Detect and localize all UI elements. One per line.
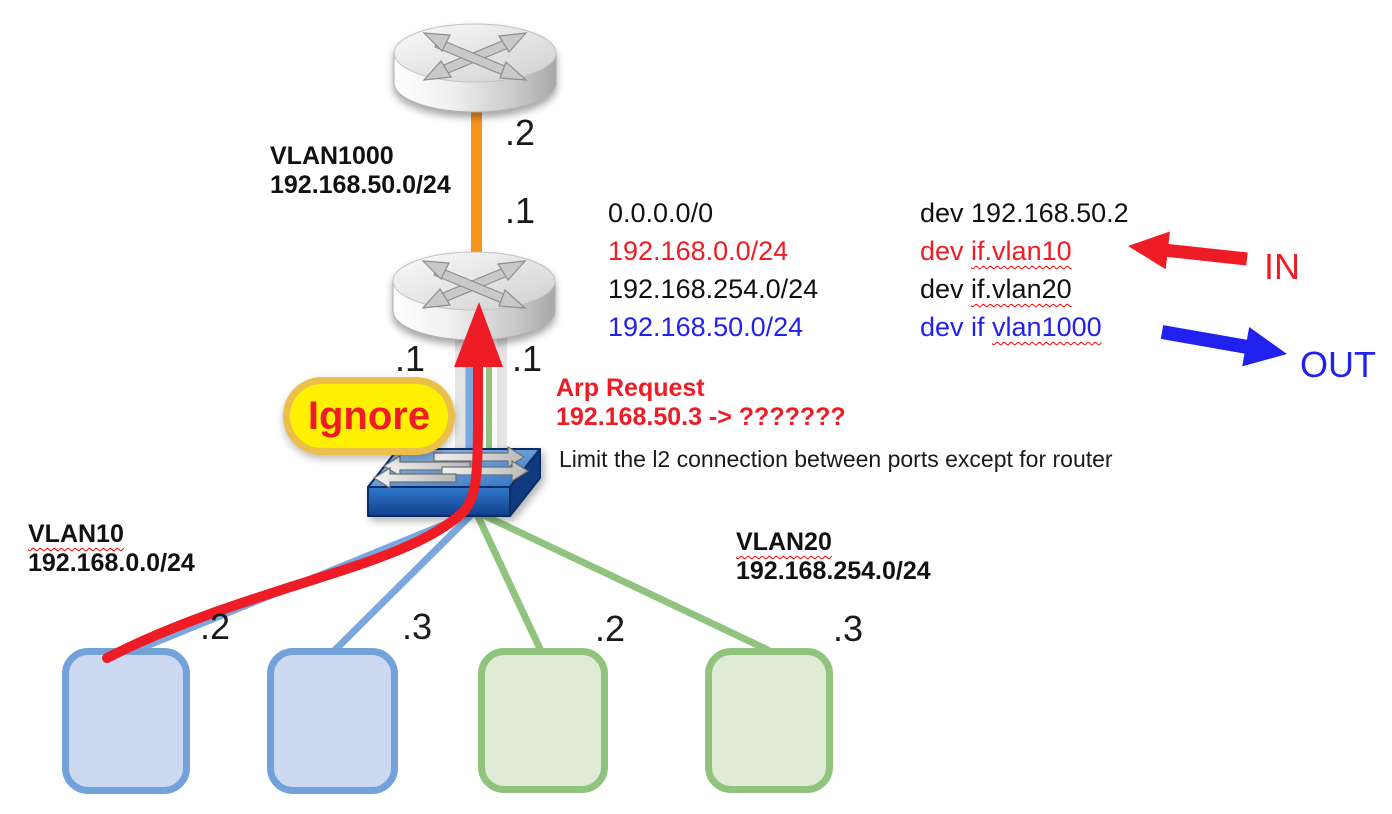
vlan10-subnet: 192.168.0.0/24 (28, 549, 195, 577)
router-arrows-icon (422, 32, 528, 81)
route-destination: 192.168.0.0/24 (608, 236, 789, 266)
host-vlan20-2 (478, 648, 608, 793)
route-device: dev if.vlan20 (920, 274, 1072, 304)
host1-ip-label: .2 (200, 606, 231, 647)
vlan10-label: VLAN10 192.168.0.0/24 (28, 520, 195, 578)
uplink-bottom-ip-label: .1 (505, 190, 536, 231)
host4-ip-label: .3 (833, 608, 864, 649)
arp-request-title: Arp Request (556, 374, 705, 402)
switch-side-face (509, 448, 541, 517)
host2-ip-label: .3 (402, 606, 433, 647)
in-arrow-icon (1128, 231, 1248, 270)
router-if-vlan20-ip: .1 (512, 338, 543, 379)
route-device: dev if vlan1000 (920, 312, 1102, 342)
out-label: OUT (1300, 344, 1376, 385)
route-row-default: 0.0.0.0/0 dev 192.168.50.2 (608, 196, 1129, 234)
vlan20-name: VLAN20 (736, 528, 832, 556)
host3-ip-label: .2 (595, 608, 626, 649)
uplink-top-ip-label: .2 (505, 112, 536, 153)
host-vlan20-3 (705, 648, 833, 793)
router-main-icon (392, 251, 556, 341)
l2-limit-note: Limit the l2 connection between ports ex… (559, 446, 1113, 472)
route-device: dev 192.168.50.2 (920, 198, 1129, 228)
ignore-badge-label: Ignore (307, 393, 431, 438)
router-top-icon (393, 23, 557, 113)
route-row-vlan20: 192.168.254.0/24 dev if.vlan20 (608, 272, 1129, 310)
vlan1000-link-line (471, 110, 482, 252)
vlan1000-name: VLAN1000 (270, 142, 394, 170)
vlan1000-subnet: 192.168.50.0/24 (270, 171, 451, 199)
route-destination: 0.0.0.0/0 (608, 198, 714, 228)
arp-request-note: Arp Request 192.168.50.3 -> ??????? (556, 374, 846, 432)
route-row-vlan10: 192.168.0.0/24 dev if.vlan10 (608, 234, 1129, 272)
route-row-vlan1000: 192.168.50.0/24 dev if vlan1000 (608, 310, 1129, 348)
ignore-badge: Ignore (283, 377, 455, 455)
route-device: dev if.vlan10 (920, 236, 1072, 266)
routing-table: 0.0.0.0/0 dev 192.168.50.2 192.168.0.0/2… (608, 196, 1129, 348)
switch-front-face (367, 486, 511, 517)
host-vlan10-3 (267, 648, 398, 794)
route-destination: 192.168.254.0/24 (608, 274, 819, 304)
vlan1000-label: VLAN1000 192.168.50.0/24 (270, 142, 451, 200)
host-vlan10-2 (62, 648, 190, 794)
out-arrow-icon (1160, 325, 1287, 367)
vlan20-label: VLAN20 192.168.254.0/24 (736, 528, 931, 586)
arp-request-detail: 192.168.50.3 -> ??????? (556, 403, 846, 431)
vlan20-subnet: 192.168.254.0/24 (736, 557, 931, 585)
in-label: IN (1264, 246, 1300, 287)
route-destination: 192.168.50.0/24 (608, 312, 804, 342)
link-host3-line (472, 508, 545, 655)
vlan10-name: VLAN10 (28, 520, 124, 548)
router-if-vlan10-ip: .1 (395, 338, 426, 379)
